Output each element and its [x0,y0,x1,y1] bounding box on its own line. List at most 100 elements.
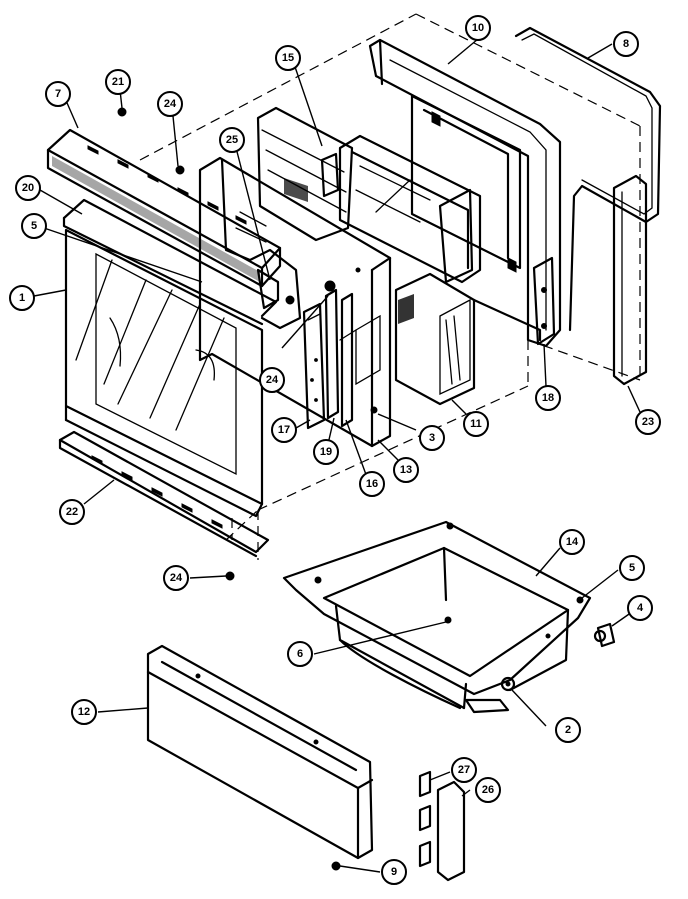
callout-6: 6 [287,641,313,667]
callout-25: 25 [219,127,245,153]
screw-24-bottom [225,571,235,581]
part-14-drawer [282,520,592,714]
leader-3 [377,413,417,431]
callout-24-bottom: 24 [163,565,189,591]
part-2-roller [500,676,516,692]
callout-18: 18 [535,385,561,411]
leader-11 [451,399,467,415]
callout-24-mid: 24 [259,367,285,393]
callout-23: 23 [635,409,661,435]
callout-8-label: 8 [623,38,629,50]
callout-21: 21 [105,69,131,95]
callout-23-label: 23 [642,416,654,428]
part-27-clips [418,770,432,868]
leader-5-drawer [581,569,619,599]
callout-25-label: 25 [226,134,238,146]
part-19-16-clips [324,280,354,428]
callout-16-label: 16 [366,478,378,490]
callout-4-label: 4 [637,602,644,614]
callout-6-label: 6 [297,648,303,660]
callout-27-label: 27 [458,764,470,776]
part-25-hinge [220,158,302,330]
callout-13: 13 [393,457,419,483]
leader-24-mid [281,295,329,349]
leader-22 [83,479,115,505]
callout-24-top-label: 24 [164,98,177,110]
leader-18 [543,343,547,387]
callout-19: 19 [313,439,339,465]
callout-24-bottom-label: 24 [170,572,183,584]
callout-15: 15 [275,45,301,71]
callout-14: 14 [559,529,585,555]
callout-19-label: 19 [320,446,332,458]
leader-25 [233,139,271,281]
leader-23 [627,385,641,413]
leader-9 [339,865,381,873]
callout-7-label: 7 [55,88,61,100]
callout-8: 8 [613,31,639,57]
callout-20: 20 [15,175,41,201]
callout-21-label: 21 [112,76,124,88]
part-8-door-gasket [514,26,662,332]
callout-11: 11 [463,411,489,437]
leader-2 [511,689,547,727]
part-18-hinge-bracket [532,256,556,346]
part-22-bottom-trim [58,430,270,558]
callout-24-mid-label: 24 [266,374,279,386]
callouts: 1 2 3 4 5 5 6 7 8 9 10 11 12 13 14 15 16… [9,15,661,885]
callout-16: 16 [359,471,385,497]
leader-17 [295,419,311,429]
leader-27 [429,771,451,781]
leader-24-bottom [189,575,227,579]
callout-22-label: 22 [66,506,78,518]
leader-20 [39,189,83,215]
part-23-side-trim [612,174,648,386]
callout-2-label: 2 [565,724,571,736]
part-1-door-glass [64,228,264,518]
callout-4: 4 [627,595,653,621]
callout-17: 17 [271,417,297,443]
screw-6-drawer [444,616,452,624]
callout-17-label: 17 [278,424,290,436]
leader-15 [291,57,323,147]
callout-1: 1 [9,285,35,311]
leader-1 [33,289,67,297]
callout-26-label: 26 [482,784,494,796]
callout-5-drawer: 5 [619,555,645,581]
leader-26 [461,789,471,797]
leader-6 [313,621,447,655]
callout-9-label: 9 [391,866,397,878]
callout-7: 7 [45,81,71,107]
callout-5-door-label: 5 [31,220,37,232]
screw-21 [117,107,127,117]
callout-14-label: 14 [566,536,579,548]
callout-3: 3 [419,425,445,451]
callout-24-top: 24 [157,91,183,117]
callout-12: 12 [71,699,97,725]
leader-8 [587,43,613,59]
callout-5-door: 5 [21,213,47,239]
callout-26: 26 [475,777,501,803]
part-3-inner-panel [198,156,392,448]
part-4-roller [593,622,616,648]
part-15-insulation [256,106,354,242]
part-26-side-panel [436,780,466,882]
part-10-door-frame [368,38,562,348]
callout-20-label: 20 [22,182,34,194]
callout-5-drawer-label: 5 [629,562,635,574]
part-12-drawer-front [146,644,374,860]
leader-lines [33,33,641,873]
screw-24-top [175,165,185,175]
part-7-top-trim [46,128,282,288]
callout-10-label: 10 [472,22,484,34]
callout-15-label: 15 [282,52,294,64]
screw-9 [331,861,341,871]
callout-10: 10 [465,15,491,41]
callout-13-label: 13 [400,464,412,476]
callout-27: 27 [451,757,477,783]
leader-16 [345,419,369,481]
callout-2: 2 [555,717,581,743]
callout-9: 9 [381,859,407,885]
leader-14 [535,547,561,577]
